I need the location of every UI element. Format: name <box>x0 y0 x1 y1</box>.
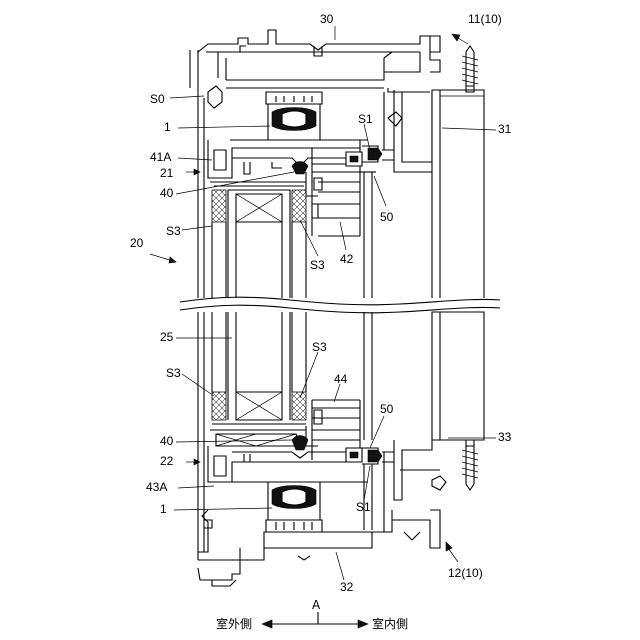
glass-upper <box>210 182 306 300</box>
label-s3-bottom-right: S3 <box>312 340 327 354</box>
label-32: 32 <box>340 580 353 594</box>
label-indoor-side: 室内側 <box>372 617 408 631</box>
label-frame-lower: 12(10) <box>448 566 483 580</box>
label-50-bottom: 50 <box>380 402 393 416</box>
label-s3-top-left: S3 <box>166 224 181 238</box>
upper-frame-30 <box>190 30 440 92</box>
label-1-top: 1 <box>164 120 171 134</box>
label-22: 22 <box>160 454 173 468</box>
indoor-member-31 <box>384 86 484 302</box>
label-43a: 43A <box>146 480 167 494</box>
direction-arrow <box>262 612 368 628</box>
label-33: 33 <box>498 430 511 444</box>
direction-marker: A <box>312 598 320 612</box>
label-s1-top: S1 <box>358 112 373 126</box>
screw-lower <box>462 440 478 490</box>
label-44: 44 <box>334 372 347 386</box>
label-outdoor-side: 室外側 <box>216 617 252 631</box>
label-s3-bottom-left: S3 <box>166 366 181 380</box>
label-41a: 41A <box>150 150 171 164</box>
label-21: 21 <box>160 166 173 180</box>
label-25: 25 <box>160 330 173 344</box>
label-1-bottom: 1 <box>160 502 167 516</box>
screw-upper <box>462 46 478 86</box>
label-40-bottom: 40 <box>160 434 173 448</box>
label-31: 31 <box>498 122 511 136</box>
label-40-top: 40 <box>160 186 173 200</box>
label-s1-bottom: S1 <box>356 500 371 514</box>
label-s0: S0 <box>150 92 165 106</box>
label-20: 20 <box>130 236 143 250</box>
label-50-top: 50 <box>380 210 393 224</box>
label-frame-upper: 11(10) <box>468 12 502 26</box>
label-s3-top-right: S3 <box>310 258 325 272</box>
label-42: 42 <box>340 252 353 266</box>
label-30: 30 <box>320 12 333 26</box>
glass-lower <box>198 312 484 560</box>
